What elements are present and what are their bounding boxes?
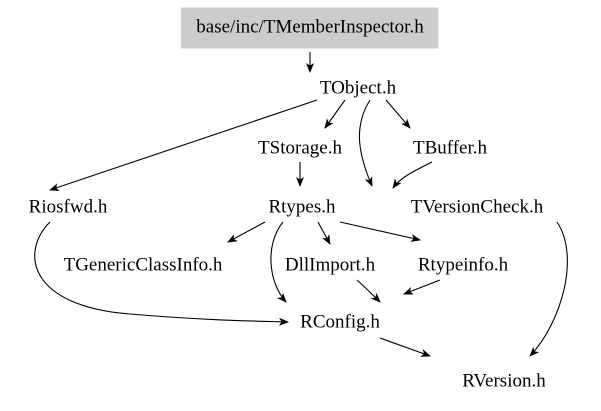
edge-rtypes-to-rtypeinfo — [339, 221, 421, 242]
edge-tbuffer-to-tversioncheck — [392, 161, 433, 189]
node-tstorage[interactable]: TStorage.h — [258, 137, 342, 159]
edge-rconfig-to-rversion — [379, 337, 431, 357]
node-rversion[interactable]: RVersion.h — [462, 370, 546, 392]
node-tobject[interactable]: TObject.h — [319, 77, 397, 99]
edges-group — [34, 52, 568, 357]
edge-tversioncheck-to-rversion — [529, 221, 568, 357]
edge-rtypes-to-dllimport — [317, 221, 331, 245]
node-rtypes[interactable]: Rtypes.h — [268, 196, 336, 218]
edge-rtypes-to-tgenericclassinfo — [227, 221, 266, 243]
edge-tobject-to-rtypes — [358, 99, 373, 187]
node-tbuffer[interactable]: TBuffer.h — [412, 137, 488, 159]
edge-rtypes-to-rconfig — [270, 221, 287, 303]
edge-rtypeinfo-to-rconfig — [403, 279, 441, 295]
node-rconfig[interactable]: RConfig.h — [300, 311, 380, 333]
node-tgenericclassinfo[interactable]: TGenericClassInfo.h — [63, 254, 223, 276]
edge-tobject-to-tbuffer — [385, 99, 411, 129]
edge-tobject-to-riosfwd — [49, 99, 318, 191]
edge-riosfwd-to-rconfig — [34, 221, 289, 326]
edge-dllimport-to-rconfig — [356, 279, 381, 303]
node-riosfwd[interactable]: Riosfwd.h — [28, 196, 108, 218]
node-rtypeinfo[interactable]: Rtypeinfo.h — [417, 254, 509, 276]
node-tversioncheck[interactable]: TVersionCheck.h — [410, 196, 544, 218]
edge-tobject-to-tstorage — [324, 99, 346, 129]
node-dllimport[interactable]: DllImport.h — [284, 254, 376, 276]
node-root[interactable]: base/inc/TMemberInspector.h — [181, 7, 439, 49]
